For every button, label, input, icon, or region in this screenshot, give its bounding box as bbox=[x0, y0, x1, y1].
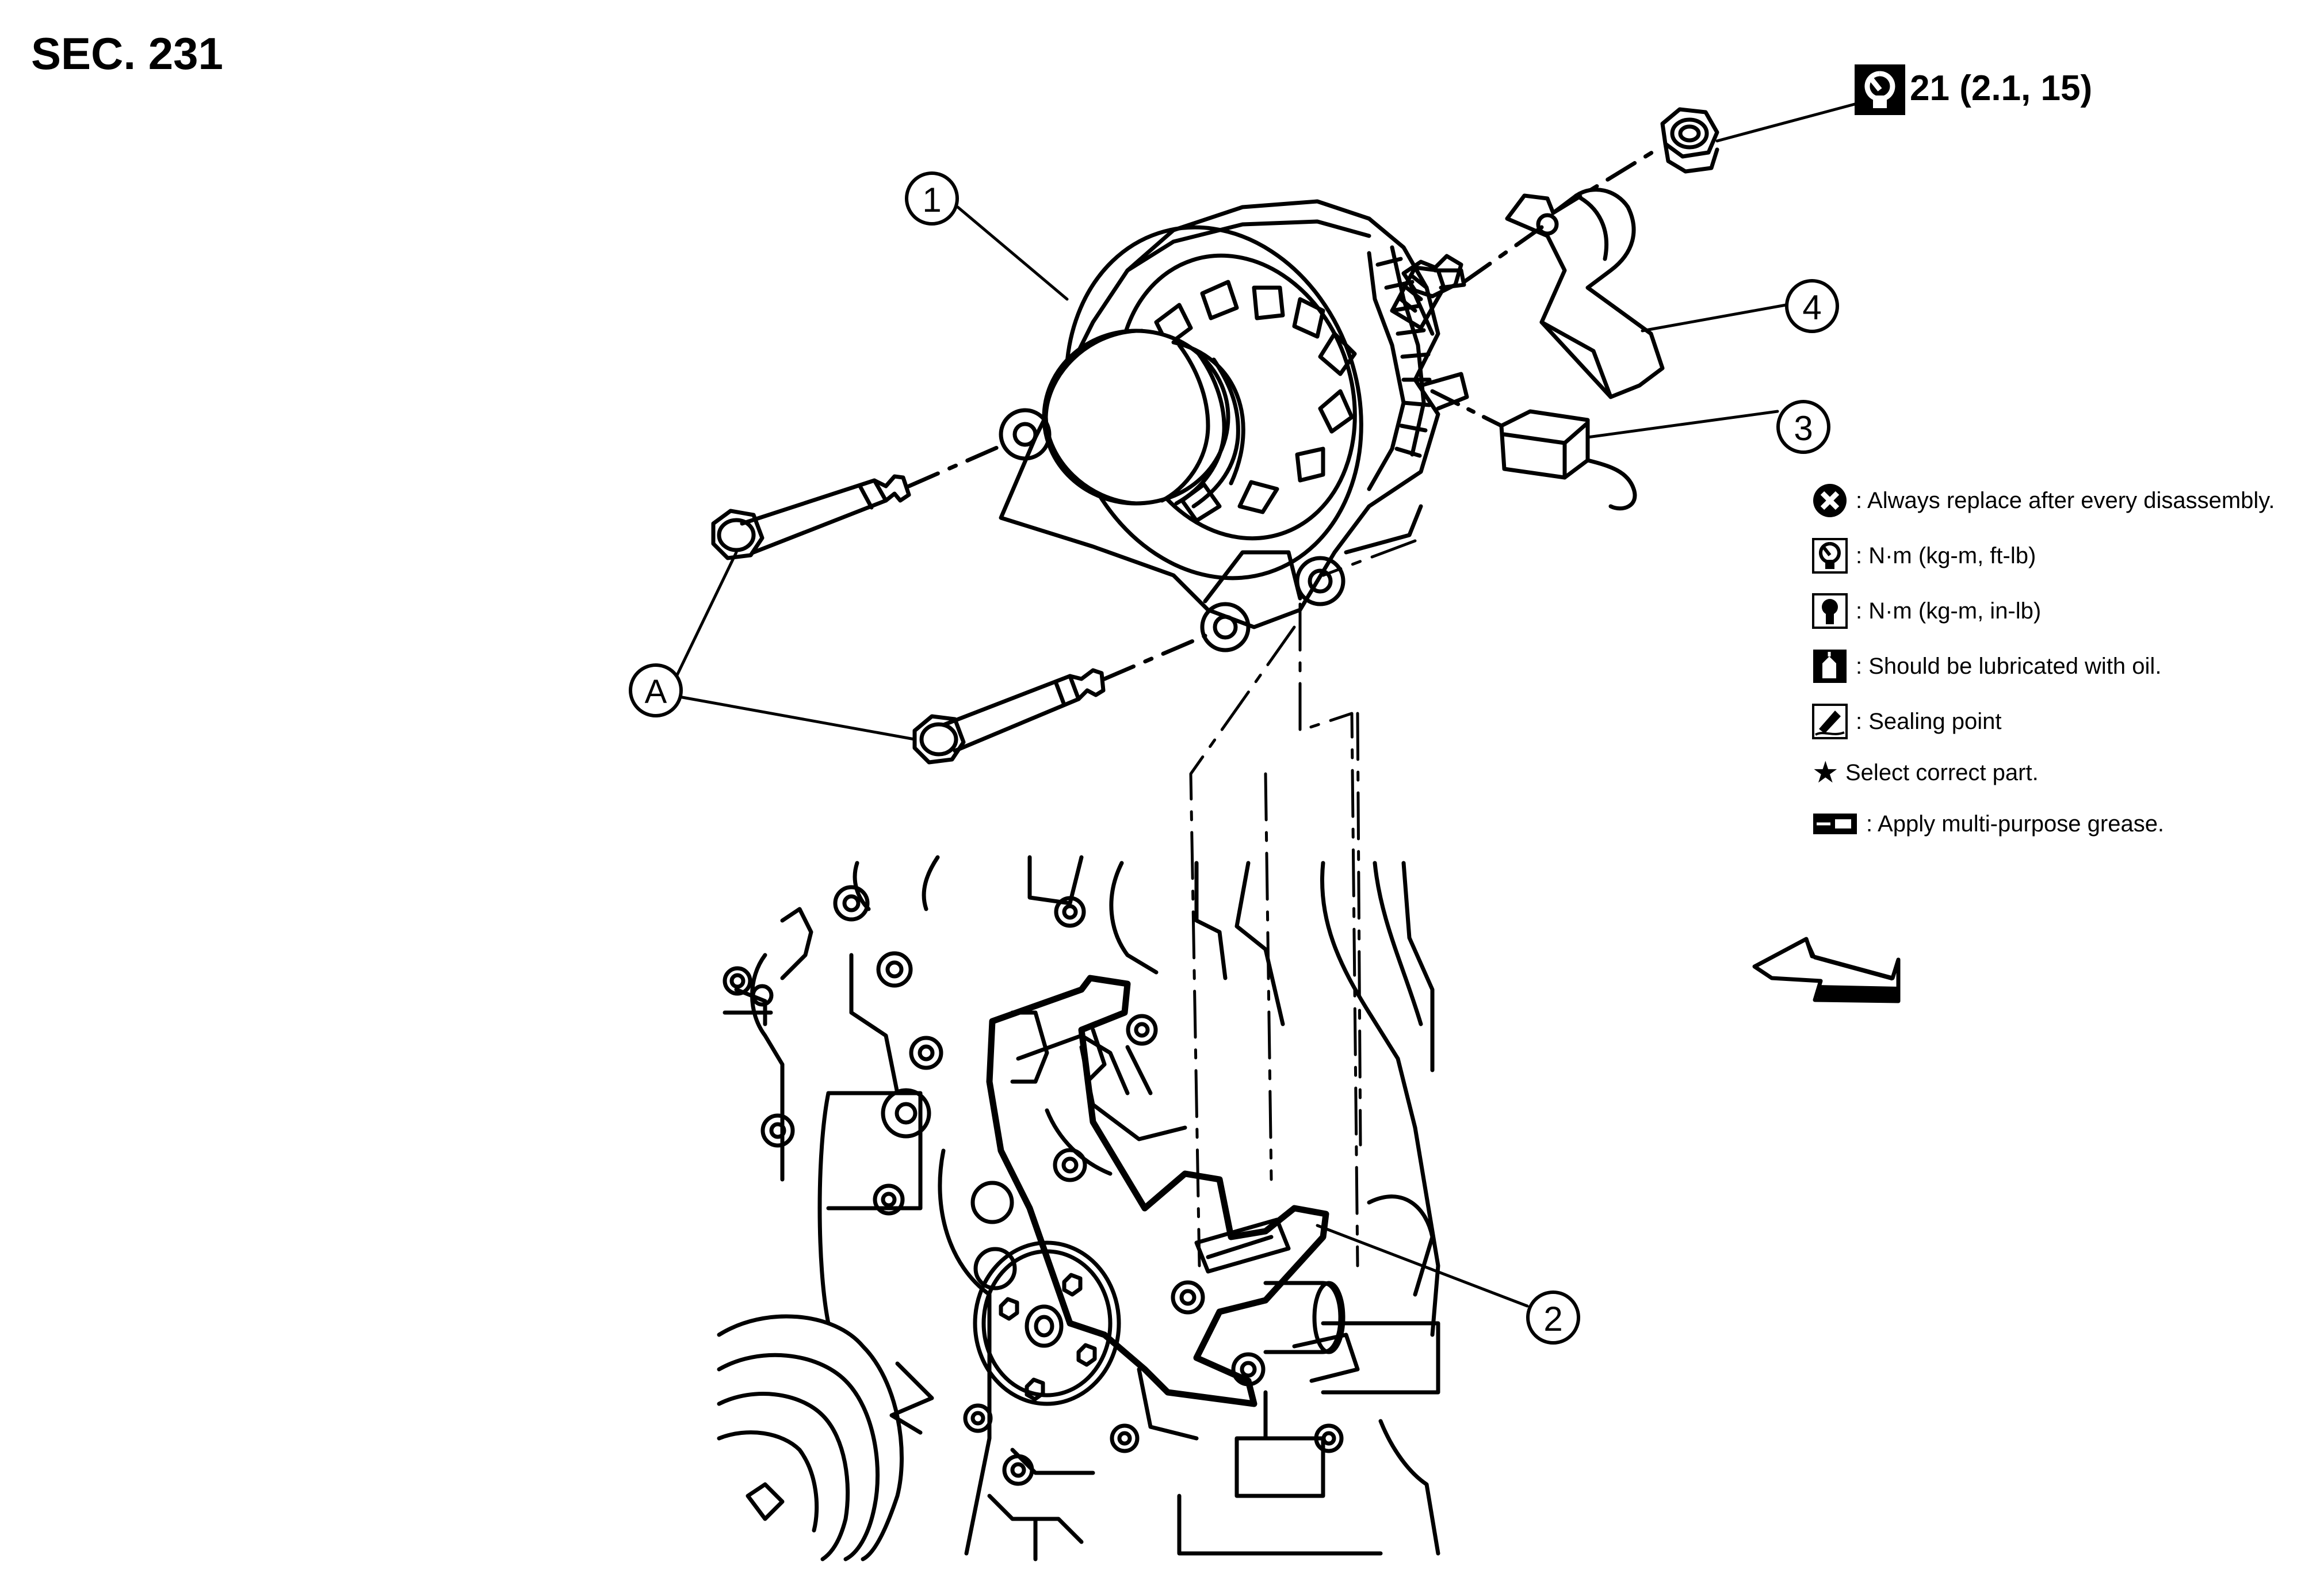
engine-front-drawing bbox=[717, 855, 1440, 1561]
symbol-legend: : Always replace after every disassembly… bbox=[1812, 473, 2318, 851]
alternator-bracket-outline bbox=[986, 975, 1329, 1407]
legend-row-torque-ftlb: : N·m (kg-m, ft-lb) bbox=[1812, 528, 2318, 583]
legend-row-grease: : Apply multi-purpose grease. bbox=[1812, 796, 2318, 851]
legend-row-replace: : Always replace after every disassembly… bbox=[1812, 473, 2318, 528]
legend-row-torque-inlb: : N·m (kg-m, in-lb) bbox=[1812, 583, 2318, 639]
svg-text:3: 3 bbox=[1794, 409, 1813, 448]
grease-gun-icon bbox=[1813, 814, 1857, 834]
legend-text: : Apply multi-purpose grease. bbox=[1866, 811, 2165, 837]
terminal-stud bbox=[1390, 265, 1466, 330]
legend-text: : N·m (kg-m, in-lb) bbox=[1856, 598, 2042, 624]
legend-text: : Should be lubricated with oil. bbox=[1856, 653, 2162, 679]
torque-spec-value: 21 (2.1, 15) bbox=[1910, 68, 2093, 108]
legend-row-select-part: ★ Select correct part. bbox=[1812, 749, 2318, 796]
svg-text:4: 4 bbox=[1802, 288, 1821, 327]
leader-lines bbox=[671, 205, 1788, 1308]
star-icon: ★ bbox=[1812, 756, 1839, 789]
nut-drawing bbox=[1551, 102, 1859, 215]
torque-wrench-icon bbox=[1812, 538, 1848, 574]
callout-4: 4 bbox=[1785, 279, 1839, 333]
torque-wrench-icon bbox=[1855, 64, 1905, 115]
callout-a: A bbox=[629, 663, 683, 717]
front-direction-arrow-icon bbox=[1752, 937, 1901, 1003]
oil-can-icon bbox=[1813, 650, 1847, 683]
battery-cable-terminal bbox=[1462, 188, 1665, 399]
legend-text: : Always replace after every disassembly… bbox=[1856, 487, 2275, 513]
callout-2: 2 bbox=[1526, 1290, 1580, 1345]
svg-text:A: A bbox=[645, 673, 667, 711]
legend-row-oil: : Should be lubricated with oil. bbox=[1812, 639, 2318, 694]
bolt-upper bbox=[711, 444, 1003, 560]
svg-text:1: 1 bbox=[922, 181, 941, 219]
connector-plug bbox=[1430, 389, 1637, 511]
section-title: SEC. 231 bbox=[31, 28, 223, 79]
torque-wrench-filled-icon bbox=[1812, 593, 1848, 629]
legend-text: : N·m (kg-m, ft-lb) bbox=[1856, 543, 2036, 568]
svg-text:2: 2 bbox=[1543, 1300, 1562, 1338]
alternator-drawing bbox=[999, 199, 1469, 652]
callout-1: 1 bbox=[905, 171, 959, 226]
legend-row-sealing: : Sealing point bbox=[1812, 694, 2318, 749]
x-circle-icon bbox=[1813, 484, 1847, 517]
sealant-icon bbox=[1812, 704, 1848, 739]
legend-text: : Sealing point bbox=[1856, 708, 2002, 734]
bolt-lower bbox=[912, 633, 1207, 765]
legend-text: Select correct part. bbox=[1845, 759, 2039, 785]
callout-3: 3 bbox=[1776, 400, 1830, 454]
